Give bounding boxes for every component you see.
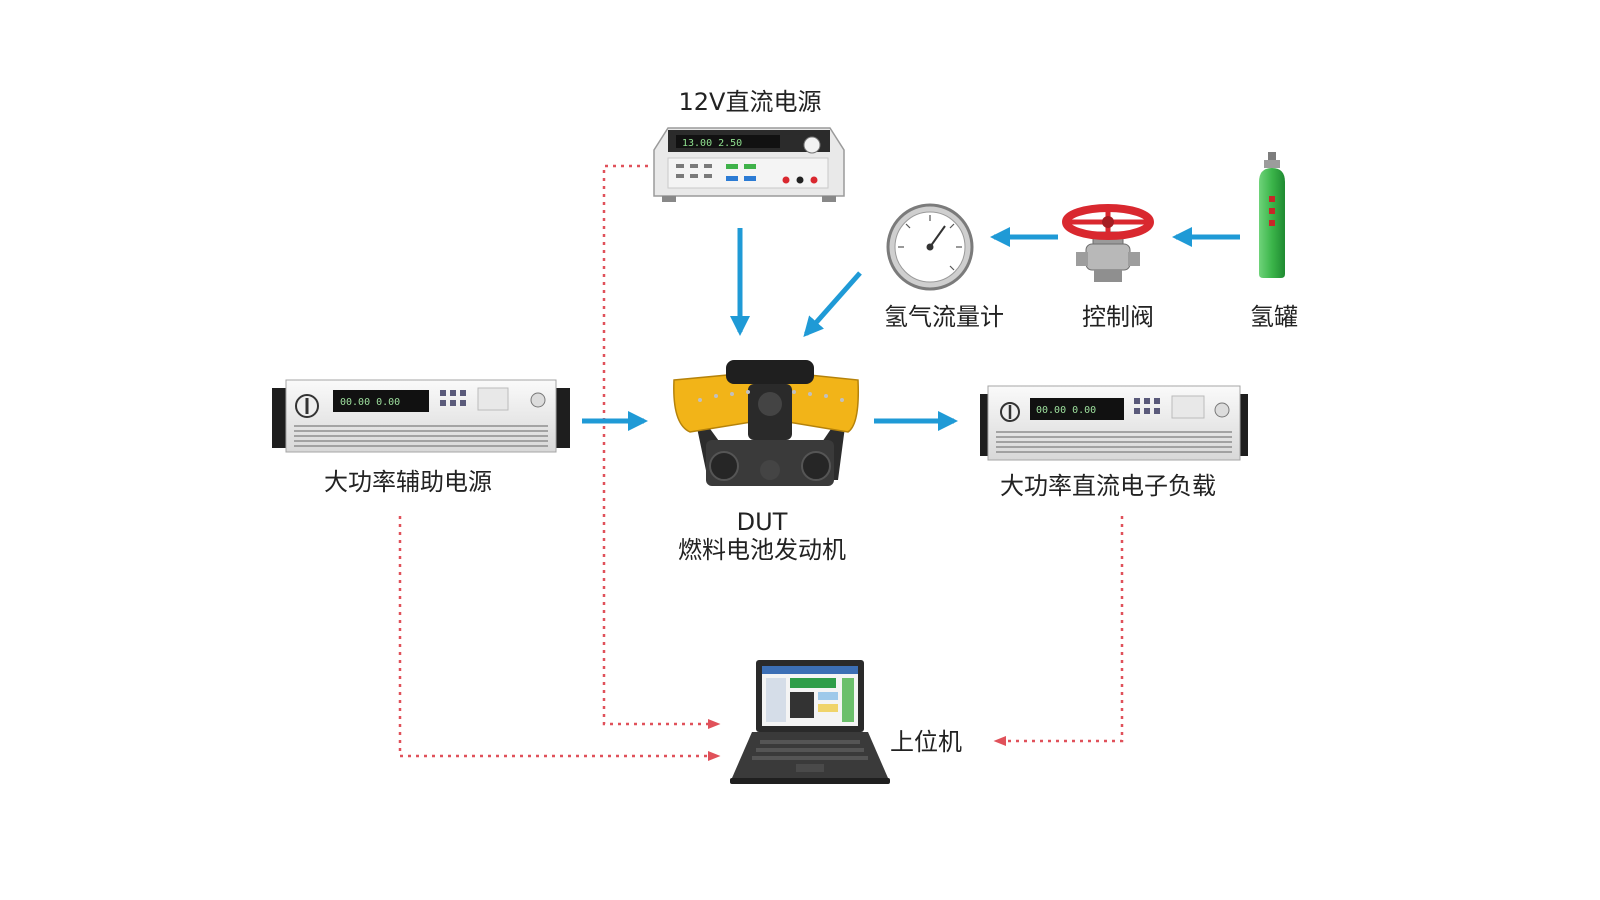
signal-line-aux-to-pc — [398, 516, 721, 761]
rack-power-supply-icon: 00.00 0.00 — [272, 379, 570, 453]
dc-supply-12v-label: 12V直流电源 — [678, 88, 822, 116]
dut-subtitle: 燃料电池发动机 — [678, 536, 846, 564]
flow-arrows — [582, 227, 1240, 431]
laptop-icon — [730, 660, 890, 784]
svg-text:00.00 0.00: 00.00 0.00 — [1036, 405, 1096, 416]
bench-power-supply-icon: 13.00 2.50 — [653, 127, 845, 202]
electronic-load-icon: 00.00 0.00 — [980, 385, 1248, 461]
engine-icon — [673, 360, 860, 486]
flow-meter-label: 氢气流量计 — [884, 303, 1004, 331]
dc-load-label: 大功率直流电子负载 — [1000, 472, 1216, 500]
hydrogen-tank-label: 氢罐 — [1250, 303, 1298, 331]
signal-lines — [398, 164, 1124, 761]
signal-line-load-to-pc — [993, 516, 1124, 746]
host-pc-label: 上位机 — [890, 728, 962, 756]
arrow-meter-to-dut — [803, 271, 862, 337]
dut-label: DUT — [736, 508, 788, 536]
signal-line-12v-to-pc — [602, 164, 721, 729]
gas-cylinder-icon — [1259, 152, 1285, 278]
aux-power-label: 大功率辅助电源 — [324, 468, 492, 496]
control-valve-label: 控制阀 — [1082, 303, 1154, 331]
handwheel-valve-icon — [1062, 204, 1154, 282]
svg-text:13.00 2.50: 13.00 2.50 — [682, 138, 742, 149]
svg-text:00.00 0.00: 00.00 0.00 — [340, 397, 400, 408]
pressure-gauge-icon — [886, 203, 974, 291]
